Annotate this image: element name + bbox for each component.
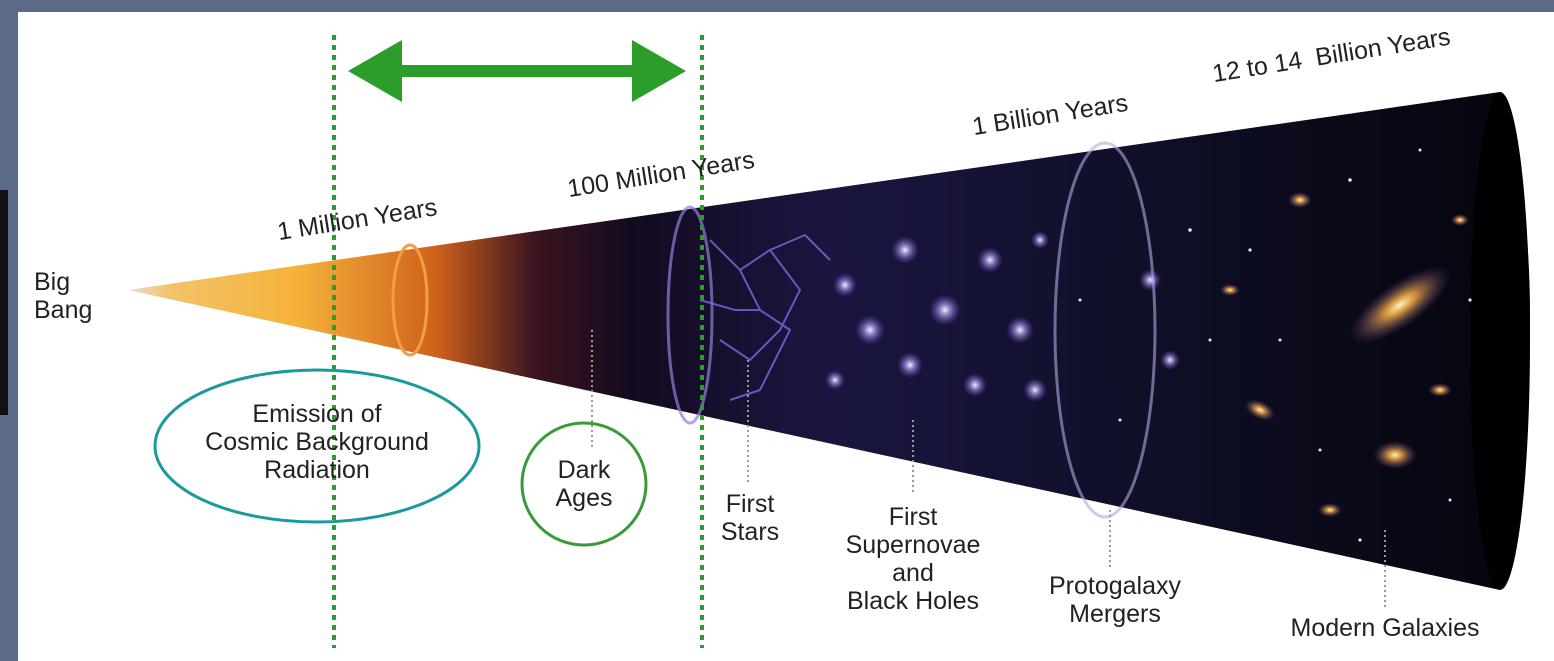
cone-end-cap [1470,92,1530,590]
galaxies [1220,192,1469,517]
big-bang-label: Big Bang [34,268,93,324]
first-stars-filaments [699,233,831,401]
side-strip [0,190,8,415]
label-first-supernovae: First Supernovae and Black Holes [845,503,981,615]
label-cmb: Emission of Cosmic Background Radiation [205,400,429,484]
star-clusters [825,231,1180,402]
label-modern-galaxies: Modern Galaxies [1290,614,1480,642]
ring-100-million [666,205,714,425]
label-protogalaxy-mergers: Protogalaxy Mergers [1048,572,1182,628]
dark-ages-span-arrow [348,40,686,102]
ring-1-million [391,243,429,357]
dark-ages-highlight-ellipse [520,421,648,547]
ring-1-billion [1053,141,1157,519]
label-first-stars: First Stars [720,490,780,546]
leader-lines [591,330,1386,610]
universe-cone [128,92,1530,590]
cmb-highlight-ellipse [153,368,481,524]
background-stars [1078,148,1472,542]
label-dark-ages: Dark Ages [555,456,613,512]
